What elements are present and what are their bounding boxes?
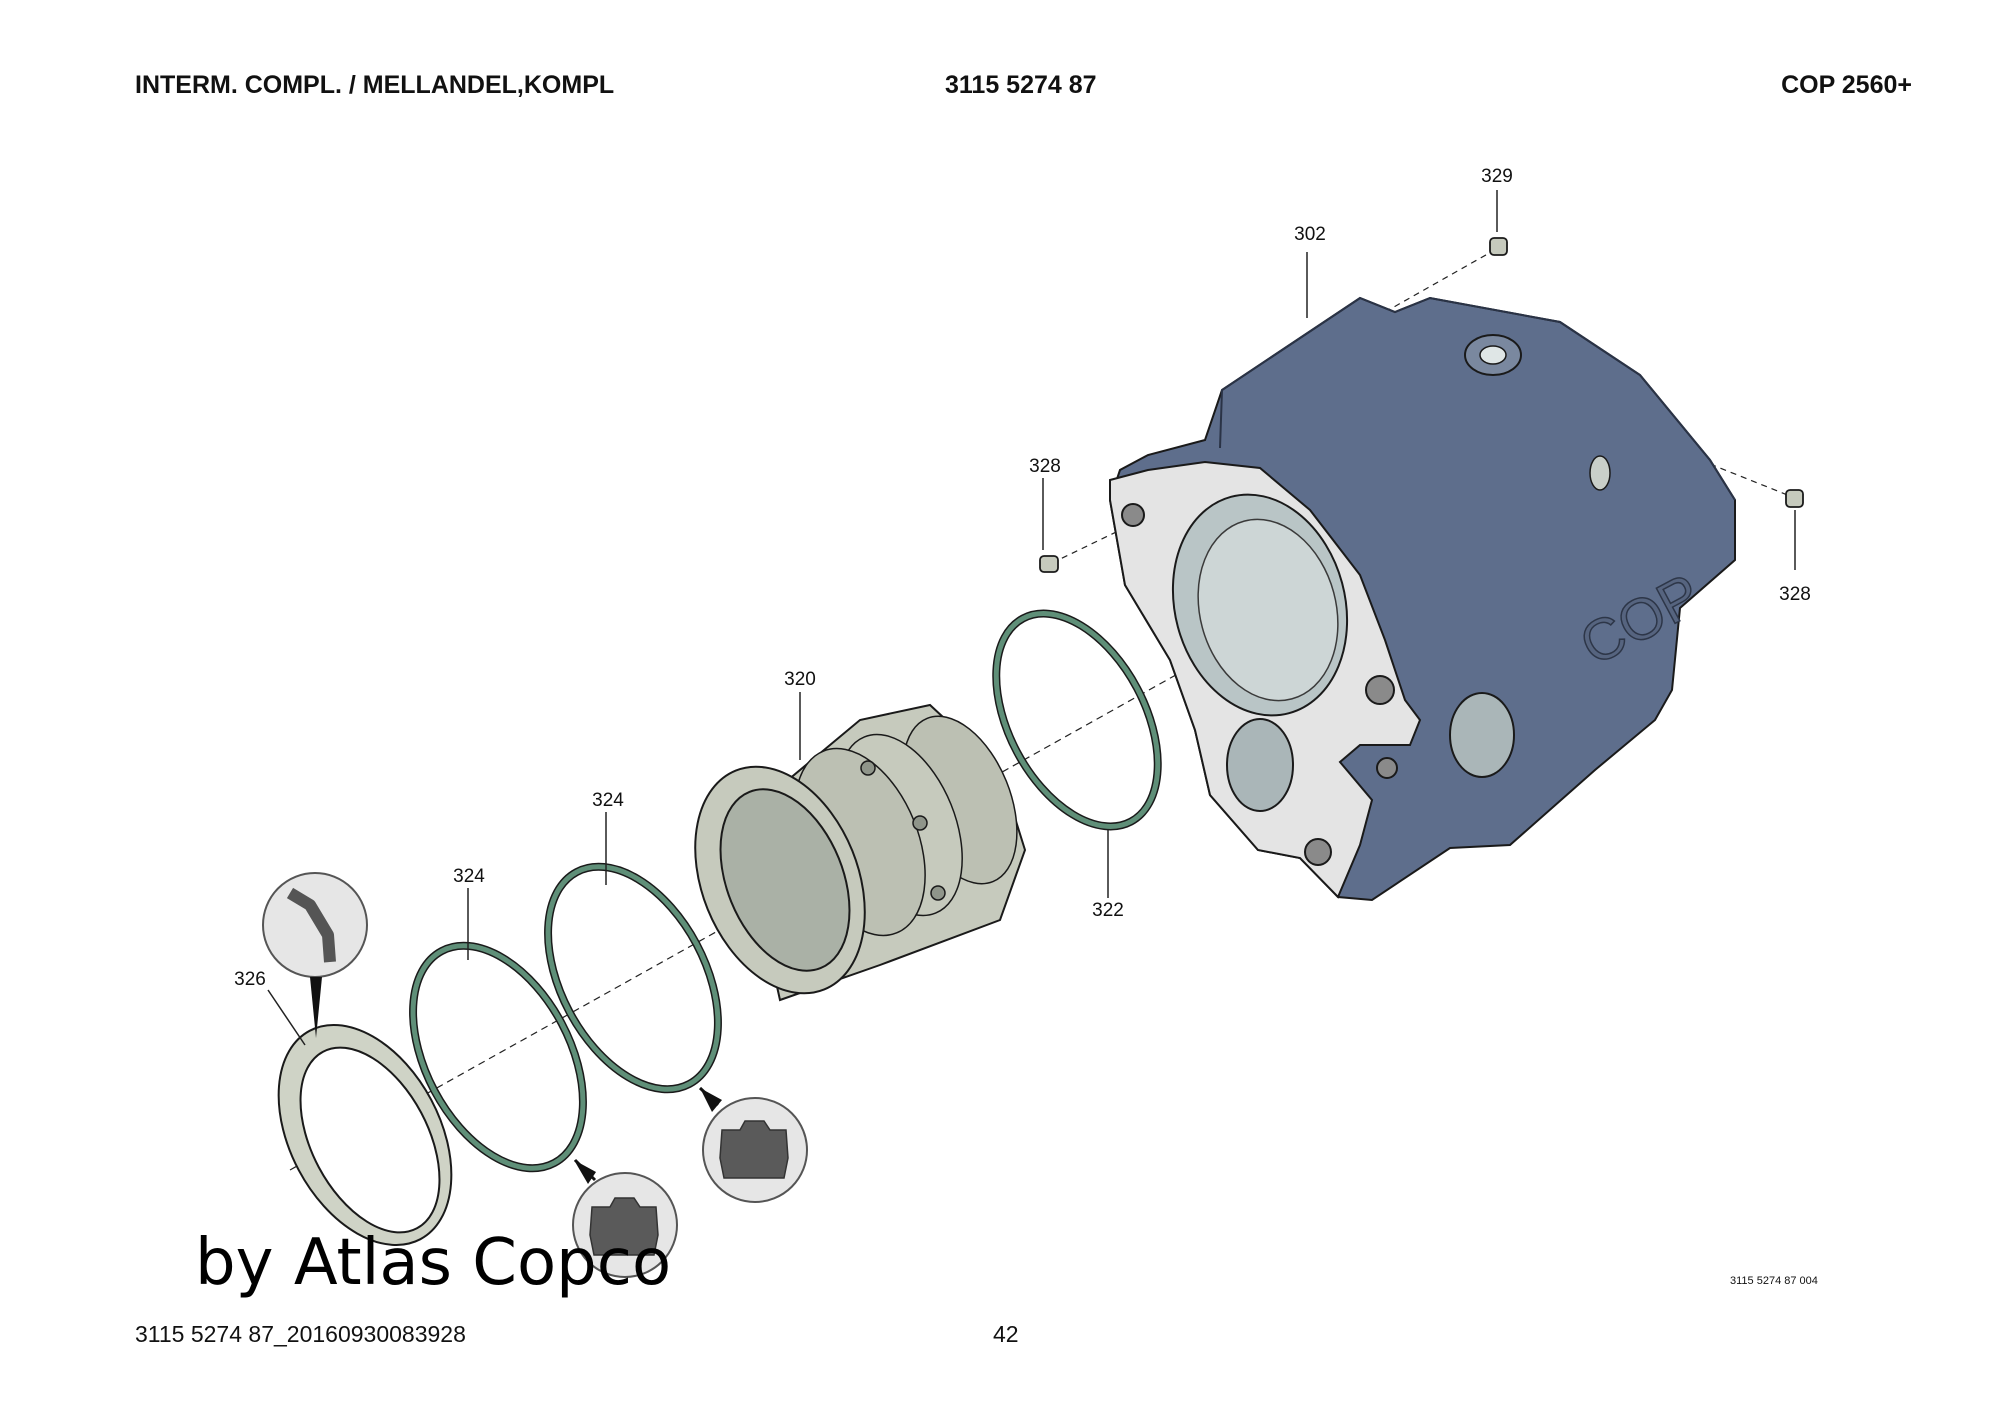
detail-callout-326 (262, 872, 368, 1038)
housing-bore-inner (1197, 518, 1339, 702)
housing-bolt-hole-1 (1121, 503, 1145, 527)
callout-324-lower: 324 (453, 866, 485, 887)
leader-326 (267, 989, 306, 1046)
housing-top-boss-hole (1479, 345, 1507, 365)
washer-326 (277, 1024, 453, 1246)
seal-ring-324-upper (544, 862, 722, 1094)
callout-322: 322 (1092, 900, 1124, 921)
cylinder-port-1 (860, 760, 876, 776)
callout-302: 302 (1294, 224, 1326, 245)
document-title: INTERM. COMPL. / MELLANDEL,KOMPL (135, 71, 615, 99)
callout-320: 320 (784, 669, 816, 690)
detail-callout-324-lower (572, 1158, 678, 1278)
housing-bolt-hole-2 (1365, 675, 1395, 705)
callout-324-upper: 324 (592, 790, 624, 811)
detail-callout-324-upper (698, 1086, 808, 1203)
page-number: 42 (993, 1321, 1019, 1347)
housing-side-hole (1589, 455, 1611, 491)
housing-bolt-hole-4 (1376, 757, 1398, 779)
cylinder-port-2 (912, 815, 928, 831)
housing-bolt-hole-3 (1304, 838, 1332, 866)
drawing-reference: 3115 5274 87 004 (1730, 1275, 1818, 1287)
cylinder-bore (719, 788, 851, 972)
watermark-text: by Atlas Copco (195, 1226, 672, 1300)
housing-port-side (1449, 692, 1515, 778)
cylinder-320 (694, 703, 1027, 1002)
cylinder-port-3 (930, 885, 946, 901)
document-id: 3115 5274 87_20160930083928 (135, 1321, 466, 1347)
part-number: 3115 5274 87 (945, 71, 1097, 99)
pin-328-left (1039, 555, 1059, 573)
callout-328-right: 328 (1779, 584, 1811, 605)
housing-302: COP (1108, 296, 1736, 902)
seal-ring-322 (992, 609, 1162, 831)
seal-ring-324-lower (409, 941, 587, 1173)
callout-329: 329 (1481, 166, 1513, 187)
model-name: COP 2560+ (1781, 71, 1912, 99)
pin-329 (1489, 237, 1508, 256)
housing-port-lower (1226, 718, 1294, 812)
callout-326: 326 (234, 969, 266, 990)
housing-top-ridge (1219, 296, 1736, 501)
pin-axis-329 (1384, 246, 1501, 313)
pin-328-right (1785, 489, 1804, 508)
callout-328-left: 328 (1029, 456, 1061, 477)
